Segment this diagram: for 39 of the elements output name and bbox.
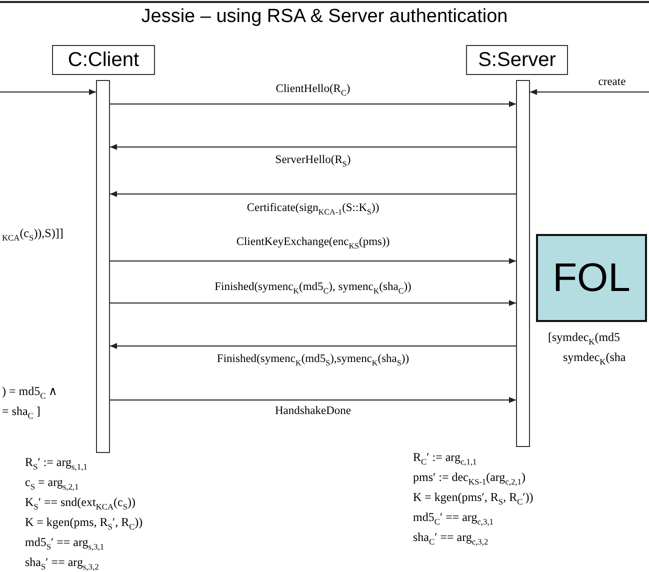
message-label: ClientKeyExchange(enc$_{KS}$(pms)) bbox=[234, 236, 392, 250]
message-label: create bbox=[596, 76, 628, 88]
message-arrow bbox=[110, 300, 516, 306]
assignment-text: md5$_{C}$′ == arg$_{c,3,1}$ bbox=[413, 510, 494, 526]
message-arrow bbox=[110, 191, 516, 197]
message-label: Finished(symenc$_{K}$(md5$_{S}$),symenc$_{K}$(sha$_{S}$)) bbox=[214, 353, 412, 368]
assignment-text: sha$_{S}$′ == arg$_{s,3,2}$ bbox=[25, 555, 99, 572]
lifeline-head: C:Client bbox=[52, 45, 155, 75]
assignment-text: pms′ := dec$_{KS-1}$(arg$_{c,2,1}$) bbox=[413, 470, 526, 486]
activation-bar bbox=[96, 80, 110, 453]
message-label: HandshakeDone bbox=[273, 405, 353, 417]
guard-condition: ) = md5$_{C}$ ∧ bbox=[2, 384, 58, 400]
guard-condition: $_{KCA}$(c$_{S}$)),S)]] bbox=[2, 226, 64, 242]
message-arrow bbox=[110, 343, 516, 349]
activation-bar bbox=[516, 80, 530, 447]
diagram-title: Jessie – using RSA & Server authentication bbox=[140, 6, 509, 28]
assignment-text: md5$_{S}$′ == arg$_{s,3,1}$ bbox=[25, 535, 104, 552]
note-box: FOL bbox=[536, 234, 647, 322]
guard-condition: = sha$_{C}$ ] bbox=[2, 404, 40, 420]
assignment-text: K = kgen(pms, R$_{S}$′, R$_{C}$)) bbox=[25, 515, 143, 532]
message-arrow bbox=[110, 397, 516, 403]
message-arrow bbox=[0, 89, 96, 95]
assignment-text: R$_{C}$′ := arg$_{c,1,1}$ bbox=[413, 450, 477, 466]
guard-condition: [symdec$_{K}$(md5 bbox=[548, 330, 620, 346]
assignment-text: sha$_{C}$′ == arg$_{c,3,2}$ bbox=[413, 530, 488, 546]
message-label: Certificate(sign$_{KCA-1}$(S::K$_{S}$)) bbox=[244, 202, 382, 216]
message-arrow bbox=[530, 89, 649, 95]
assignment-text: K$_{S}$′ == snd(ext$_{KCA}$(c$_{S}$)) bbox=[25, 495, 136, 512]
message-label: ServerHello(R$_{S}$) bbox=[273, 154, 353, 168]
message-label: Finished(symenc$_{K}$(md5$_{C}$), symenc$_{K}$(sha$_{C}$)) bbox=[212, 281, 414, 296]
message-arrow bbox=[110, 144, 516, 150]
lifeline-head: S:Server bbox=[466, 45, 568, 75]
assignment-text: c$_{S}$ = arg$_{s,2,1}$ bbox=[25, 475, 79, 492]
assignment-text: K = kgen(pms′, R$_{S}$, R$_{C}$′)) bbox=[413, 490, 534, 506]
message-label: ClientHello(R$_{C}$) bbox=[274, 83, 352, 98]
message-arrow bbox=[110, 258, 516, 264]
guard-condition: symdec$_{K}$(sha bbox=[563, 350, 626, 366]
message-arrow bbox=[110, 101, 516, 107]
assignment-text: R$_{S}$′ := arg$_{s,1,1}$ bbox=[25, 455, 88, 472]
